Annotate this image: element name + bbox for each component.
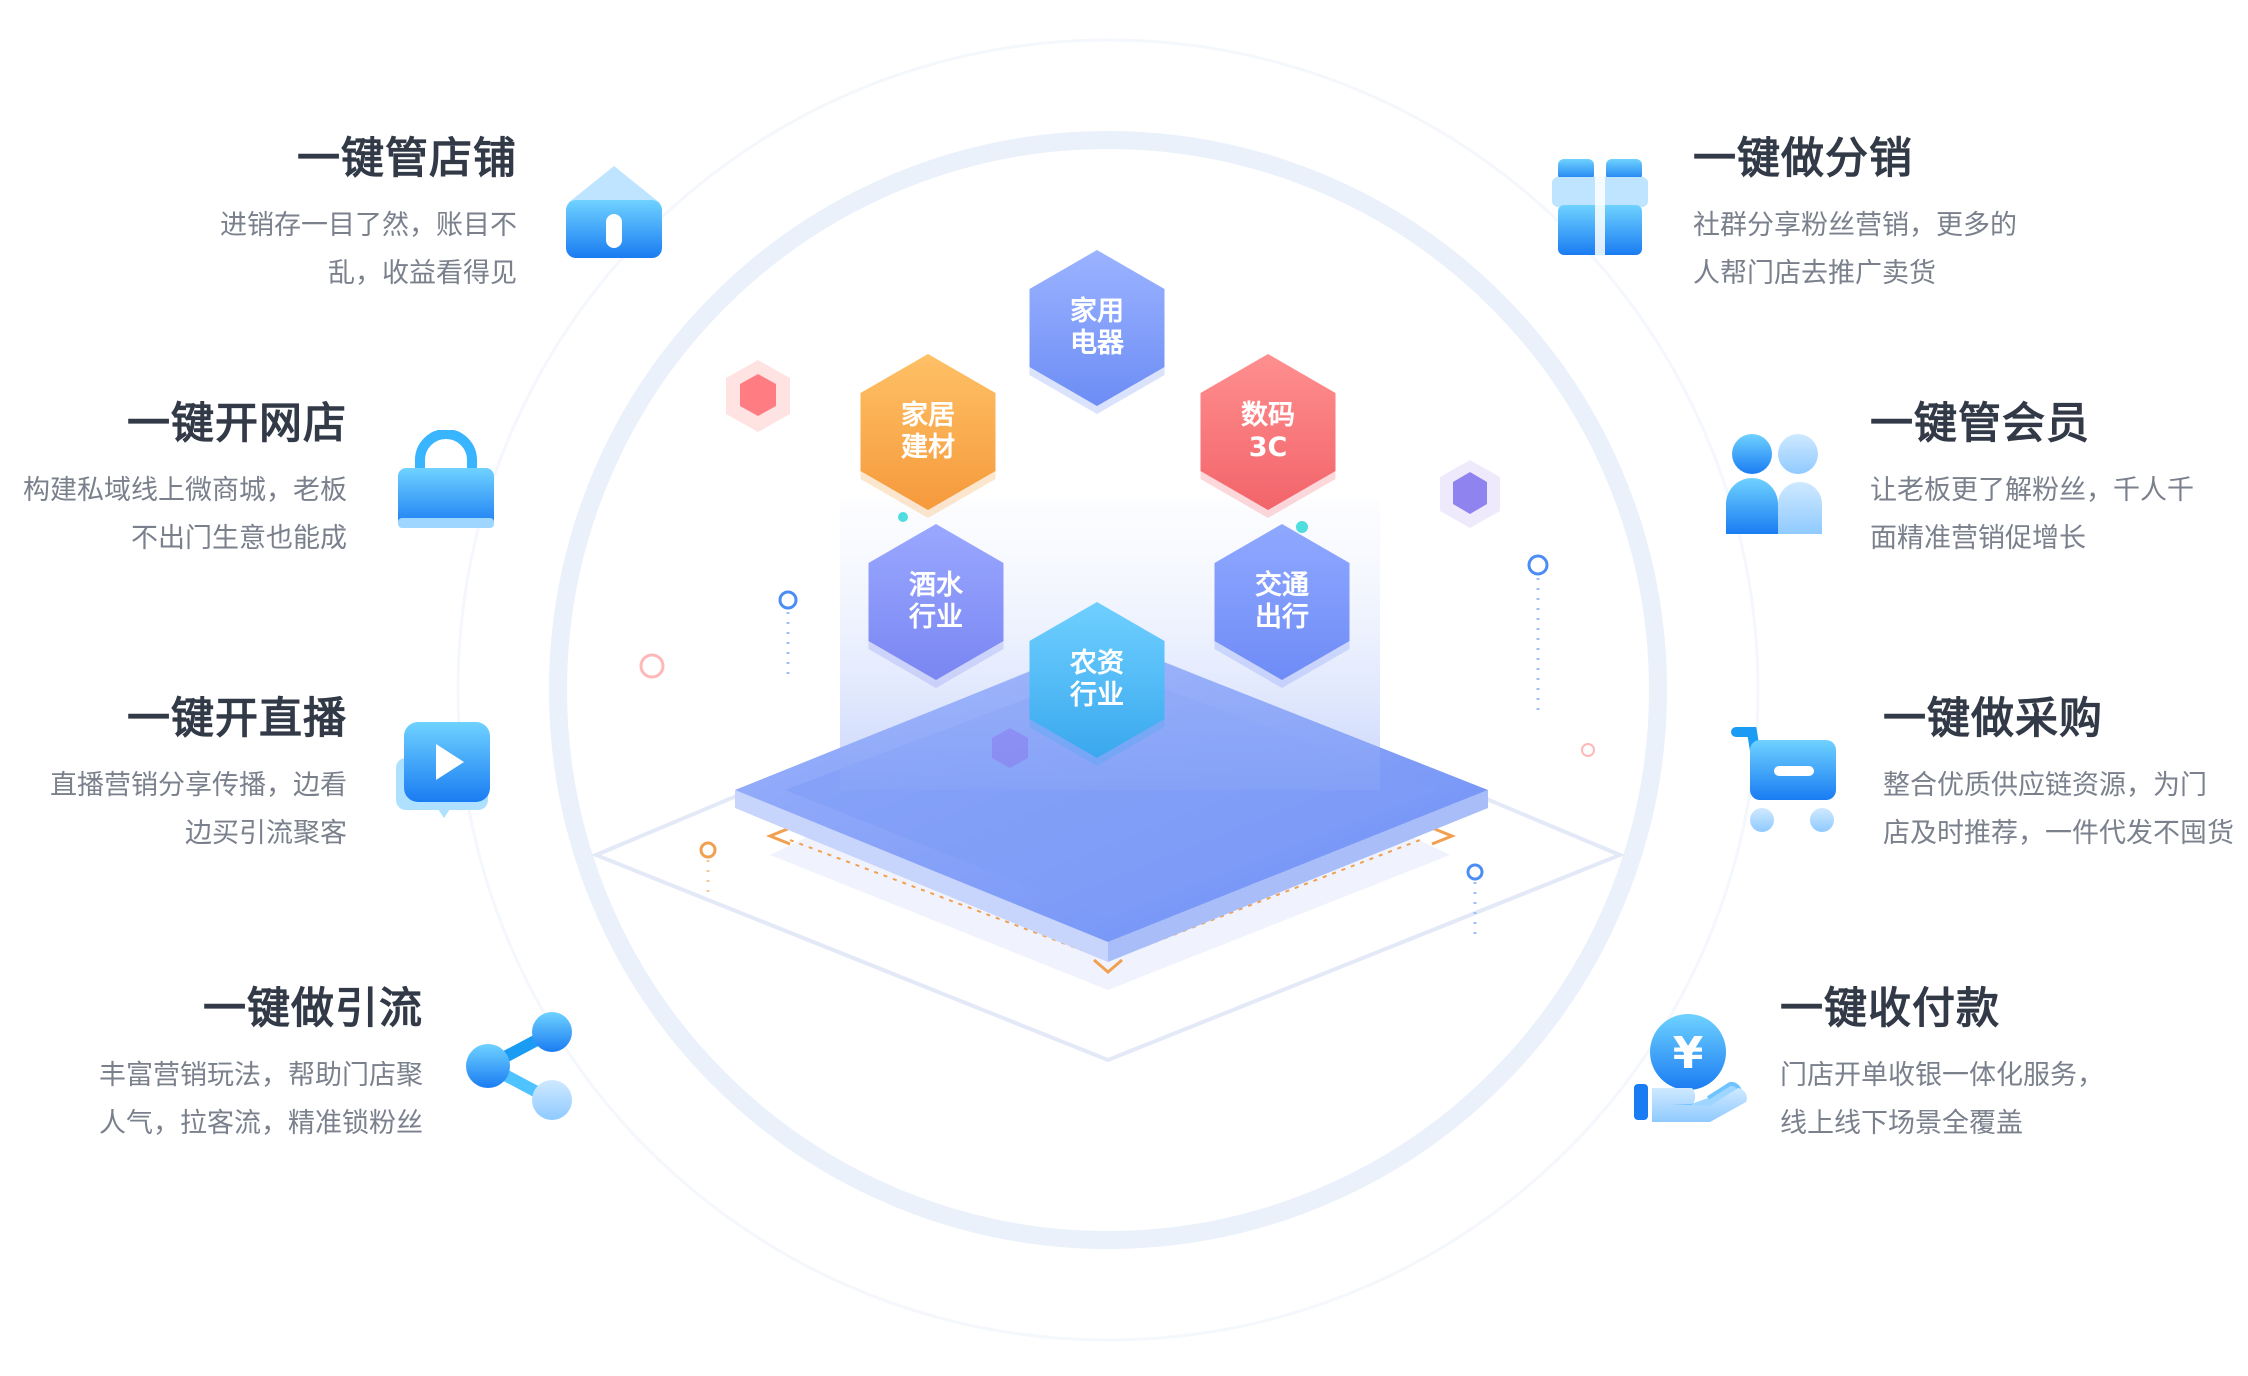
- industry-hexagons: [860, 250, 1350, 766]
- hexagon-4: [1214, 524, 1350, 680]
- feature-live-stream: 一键开直播 直播营销分享传播，边看 边买引流聚客: [50, 690, 347, 858]
- hexagon-label-line: 行业: [909, 602, 963, 633]
- feature-title: 一键做分销: [1693, 134, 1913, 184]
- orange-dashed-guide: [789, 839, 1421, 962]
- shopping-bag-icon: [398, 430, 494, 528]
- outer-ring: [456, 38, 1760, 1342]
- platform-side-right: [1108, 790, 1488, 962]
- feature-desc: 整合优质供应链资源，为门 店及时推荐，一件代发不囤货: [1883, 770, 2234, 849]
- hexagon-label-line: 酒水: [909, 570, 963, 601]
- deco-circle: [1466, 863, 1484, 881]
- feature-title: 一键管会员: [1870, 399, 2090, 449]
- hexagon-label-line: 家居: [901, 400, 955, 431]
- deco-dot: [1581, 743, 1595, 757]
- hexagon-label-line: 出行: [1255, 602, 1309, 633]
- orange-chevron-bottom: [1093, 958, 1123, 974]
- hexagon-label: 酒水行业: [866, 570, 1006, 634]
- feature-purchasing: 一键做采购 整合优质供应链资源，为门 店及时推荐，一件代发不囤货: [1883, 690, 2234, 858]
- orange-chevron-left: [765, 826, 791, 846]
- inner-ring: [549, 131, 1667, 1249]
- feature-desc: 构建私域线上微商城，老板 不出门生意也能成: [23, 475, 347, 554]
- hexagon-3: [868, 524, 1004, 680]
- feature-title: 一键管店铺: [297, 134, 517, 184]
- store-icon: [566, 166, 662, 258]
- feature-desc: 社群分享粉丝营销，更多的 人帮门店去推广卖货: [1693, 210, 2017, 289]
- hexagon-label: 家居建材: [858, 400, 998, 464]
- cart-icon: [1731, 727, 1836, 832]
- purple-cube-small: [992, 728, 1028, 768]
- hexagon-label-line: 电器: [1070, 328, 1124, 359]
- hexagon-label: 家用电器: [1027, 296, 1167, 360]
- hexagon-5: [1029, 602, 1165, 758]
- feature-online-store: 一键开网店 构建私域线上微商城，老板 不出门生意也能成: [23, 395, 347, 563]
- red-cube-core: [740, 374, 776, 416]
- deco-circle: [1527, 554, 1549, 576]
- feature-desc: 直播营销分享传播，边看 边买引流聚客: [50, 770, 347, 849]
- deco-circle: [699, 841, 717, 859]
- deco-dot: [898, 512, 908, 522]
- hexagon-label-line: 家用: [1070, 296, 1124, 327]
- feature-desc: 门店开单收银一体化服务， 线上线下场景全覆盖: [1780, 1060, 2104, 1139]
- deco-dot: [1296, 521, 1308, 533]
- payment-icon: ¥: [1634, 1014, 1747, 1122]
- hexagon-2: [1200, 354, 1336, 510]
- feature-title: 一键做采购: [1883, 694, 2103, 744]
- hexagon-label: 交通出行: [1212, 570, 1352, 634]
- feature-title: 一键做引流: [203, 984, 423, 1034]
- feature-title: 一键开网店: [127, 399, 347, 449]
- hexagon-label-line: 交通: [1255, 570, 1309, 601]
- svg-text:¥: ¥: [1673, 1028, 1704, 1079]
- hexagon-label-line: 3C: [1248, 432, 1288, 463]
- deco-circle: [639, 653, 665, 679]
- hexagon-label-line: 建材: [901, 432, 955, 463]
- hexagon-label-line: 行业: [1070, 680, 1124, 711]
- feature-title: 一键开直播: [127, 694, 347, 744]
- platform-side-left: [735, 790, 1108, 962]
- hexagon-1: [860, 354, 996, 510]
- feature-distribution: 一键做分销 社群分享粉丝营销，更多的 人帮门店去推广卖货: [1693, 130, 2017, 298]
- hexagon-0: [1029, 250, 1165, 406]
- hexagon-label-line: 数码: [1241, 400, 1295, 431]
- live-play-icon: [396, 722, 490, 818]
- orange-chevron-right: [1431, 826, 1457, 846]
- feature-title: 一键收付款: [1780, 984, 2000, 1034]
- hexagon-label-line: 农资: [1070, 648, 1124, 679]
- share-icon: [466, 1012, 572, 1120]
- gift-icon: [1552, 159, 1648, 255]
- purple-cube-core: [1453, 472, 1487, 514]
- feature-desc: 丰富营销玩法，帮助门店聚 人气，拉客流，精准锁粉丝: [99, 1060, 423, 1139]
- feature-store-management: 一键管店铺 进销存一目了然，账目不 乱，收益看得见: [220, 130, 517, 298]
- feature-desc: 进销存一目了然，账目不 乱，收益看得见: [220, 210, 517, 289]
- feature-members: 一键管会员 让老板更了解粉丝，千人千 面精准营销促增长: [1870, 395, 2194, 563]
- feature-desc: 让老板更了解粉丝，千人千 面精准营销促增长: [1870, 475, 2194, 554]
- members-icon: [1726, 434, 1822, 534]
- hexagon-label: 农资行业: [1027, 648, 1167, 712]
- deco-circle: [778, 590, 798, 610]
- feature-traffic: 一键做引流 丰富营销玩法，帮助门店聚 人气，拉客流，精准锁粉丝: [99, 980, 423, 1148]
- feature-payments: 一键收付款 门店开单收银一体化服务， 线上线下场景全覆盖: [1780, 980, 2104, 1148]
